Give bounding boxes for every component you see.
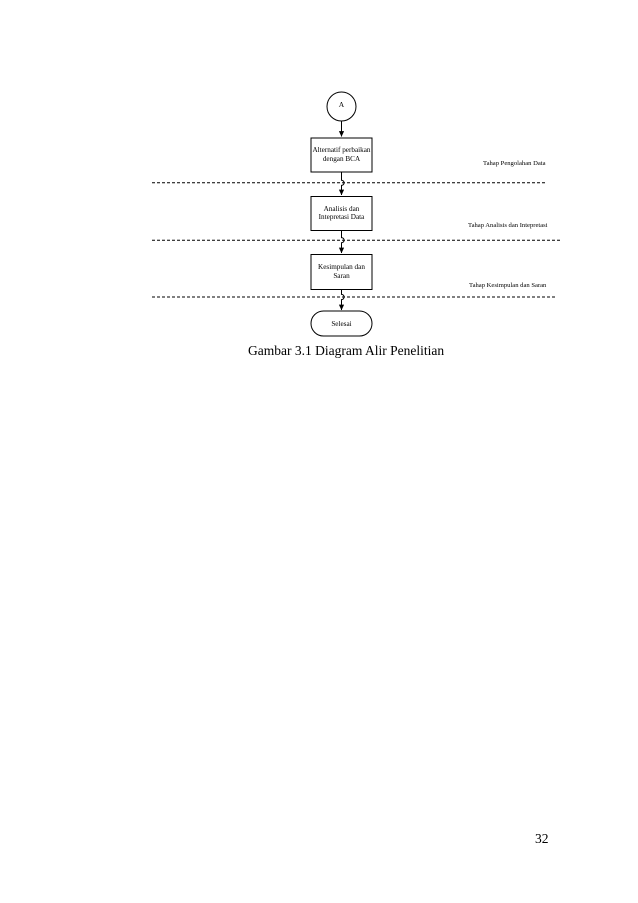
arrow-alternatif-to-analisis xyxy=(338,172,345,196)
connector-circle-a xyxy=(326,91,357,122)
phase-label-kesimpulan: Tahap Kesimpulan dan Saran xyxy=(469,282,547,289)
arrow-kesimpulan-to-selesai xyxy=(338,289,345,311)
shape-node-kesimpulan xyxy=(310,254,373,290)
phase-label-pengolahan: Tahap Pengolahan Data xyxy=(483,160,546,167)
shape-node-selesai xyxy=(310,310,373,337)
page-number: 32 xyxy=(535,831,549,846)
arrow-analisis-to-kesimpulan xyxy=(338,230,345,254)
shape-node-analisis xyxy=(310,196,373,231)
shape-node-alternatif xyxy=(310,137,373,173)
flowchart-canvas xyxy=(152,91,562,337)
figure-caption: Gambar 3.1 Diagram Alir Penelitian xyxy=(248,343,445,358)
phase-label-analisis: Tahap Analisis dan Intepretasi xyxy=(468,222,548,229)
